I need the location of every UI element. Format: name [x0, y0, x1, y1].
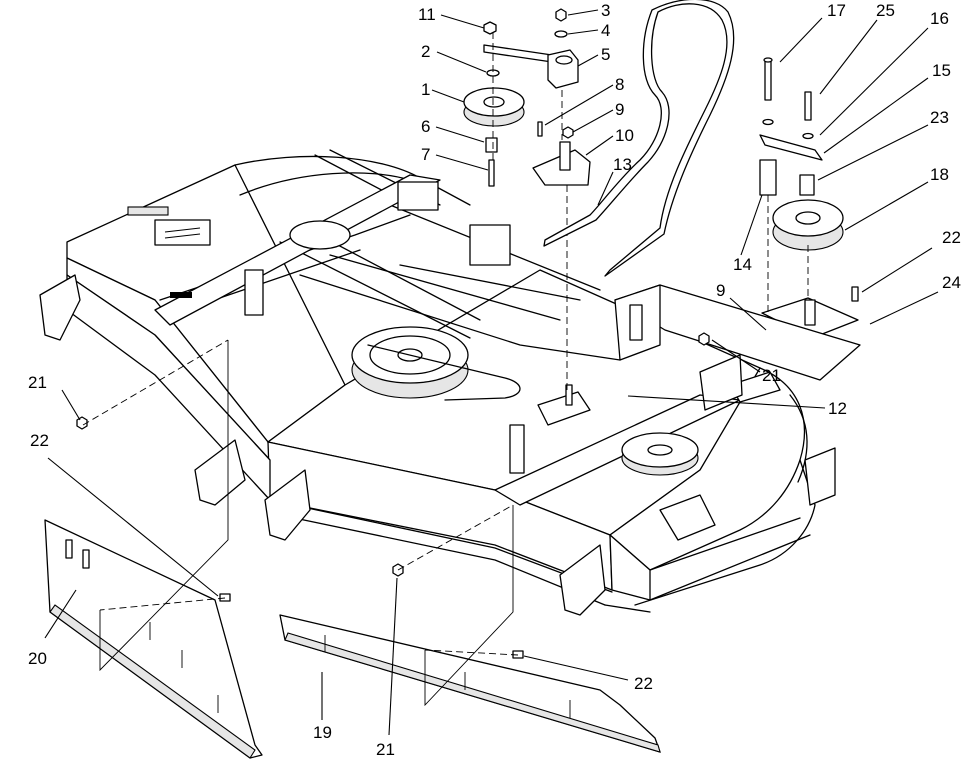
callout-22-right: 22 — [942, 228, 961, 247]
callout-1: 1 — [421, 80, 430, 99]
callout-14: 14 — [733, 255, 752, 274]
pivot-plate — [537, 384, 591, 426]
callout-21-right: 21 — [762, 366, 781, 385]
callout-8: 8 — [615, 75, 624, 94]
deck-pulley-left — [289, 220, 351, 250]
callout-21-left: 21 — [28, 373, 47, 392]
callout-11: 11 — [418, 5, 436, 24]
part-3-nut — [555, 8, 567, 22]
callout-2: 2 — [421, 42, 430, 61]
callout-18: 18 — [930, 165, 949, 184]
deck-pulley-center — [351, 326, 469, 399]
part-13-drive-belt — [543, 0, 735, 277]
callout-19: 19 — [313, 723, 332, 742]
callout-5: 5 — [601, 45, 610, 64]
callout-22-left: 22 — [30, 431, 49, 450]
part-18-idler-pulley — [772, 199, 844, 251]
part-1-idler-pulley — [463, 87, 525, 127]
part-20-left-baffle — [44, 519, 263, 759]
part-6-spacer — [485, 137, 498, 153]
callout-16: 16 — [930, 9, 949, 28]
deck-belt — [367, 344, 521, 401]
part-22-bolt-top — [851, 286, 859, 302]
callout-20: 20 — [28, 649, 47, 668]
callout-10: 10 — [615, 126, 634, 145]
callout-21-bottom: 21 — [376, 740, 395, 759]
callout-24: 24 — [942, 273, 961, 292]
callout-25: 25 — [876, 1, 895, 20]
part-11-nut — [483, 21, 497, 35]
part-19-front-baffle — [279, 614, 661, 753]
callout-13: 13 — [613, 155, 632, 174]
part-8-pin — [537, 121, 543, 137]
part-25-bolt — [804, 91, 812, 121]
callout-23: 23 — [930, 108, 949, 127]
callout-9-lower: 9 — [716, 281, 725, 300]
part-5-idler-arm — [483, 44, 579, 89]
part-23-spacer — [799, 174, 815, 196]
part-7-bolt — [488, 159, 495, 187]
part-4-washer — [554, 30, 568, 38]
mounting-lugs — [39, 274, 836, 616]
callout-17: 17 — [827, 1, 846, 20]
hardware — [76, 332, 710, 659]
part-14-spacer — [759, 159, 777, 196]
right-idler-assembly — [614, 57, 861, 381]
callout-7: 7 — [421, 145, 430, 164]
deck-pulley-right — [621, 432, 699, 476]
callout-labels: 11 2 1 6 7 3 4 5 8 9 10 13 17 25 16 15 2… — [28, 1, 961, 759]
callout-9-upper: 9 — [615, 100, 624, 119]
part-15-plate — [759, 134, 823, 161]
callout-3: 3 — [601, 1, 610, 20]
part-10-pivot-bracket — [532, 141, 591, 186]
callout-6: 6 — [421, 117, 430, 136]
part-17-bolt — [764, 59, 772, 101]
callout-15: 15 — [932, 61, 951, 80]
leader-lines — [44, 9, 939, 736]
callout-12: 12 — [828, 399, 847, 418]
callout-22-bottom: 22 — [634, 674, 653, 693]
callout-4: 4 — [601, 21, 610, 40]
